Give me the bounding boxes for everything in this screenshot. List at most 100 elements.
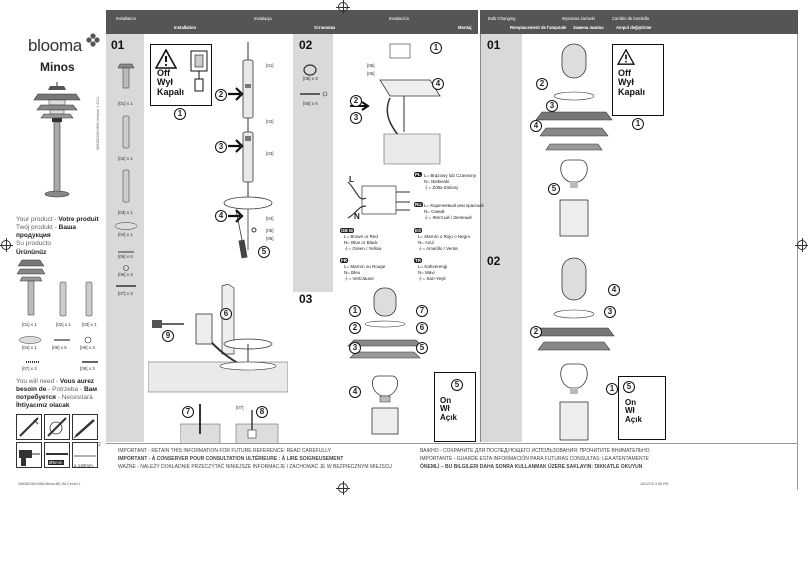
your-product-es: Su producto [16,240,52,248]
registration-mark-bottom [336,481,350,495]
tool-screwdriver-cross [16,414,42,440]
bulb-change-02-illustration [533,257,615,441]
pl-line-2: N= Niebieski [424,179,450,184]
parts-col-07: [07] x 3 [118,291,133,296]
bulb02-marker-1: 1 [606,383,618,395]
step03-marker-3: 3 [349,342,361,354]
tr-line-1: L= Kahverengi [418,264,448,269]
bulb02-marker-4: 4 [608,284,620,296]
step02-part-05: [05] x 6 [303,101,318,106]
lamp-head-assembly-illustration [347,287,423,435]
es-line-2: N= Azul [418,240,434,245]
step-6-marker: 6 [220,308,232,320]
switch-off-icon [190,50,208,92]
your-product-fr: Votre produit [58,216,99,223]
step-4-marker: 4 [215,210,227,222]
footer-en: IMPORTANT - RETAIN THIS INFORMATION FOR … [118,448,331,454]
fr-line-3: ⏚= Vert/Jaune [344,276,374,281]
cover-part-04: [04] x 1 [22,345,37,350]
warning-off-text: Off Wył Kapalı [157,68,184,97]
tool-drill [16,442,42,468]
step03-marker-5: 5 [416,342,428,354]
registration-mark-top [336,0,350,14]
your-product-ru-1: Ваша продукция [16,224,76,240]
header-bar: Installation Instalacja Instalación Inst… [106,10,478,34]
bulb01-marker-5: 5 [548,183,560,195]
wiring-legend-gb: GB IE L= Brown or Red N= Blue or Black ⏚… [340,228,381,252]
brand-logo: blooma [28,36,82,55]
bulb-warning-on-text: On Wł Açık [625,398,642,424]
cover-part-07: [07] x 3 [22,366,37,371]
header-bulb-tr: Ampul değiştirme [616,25,652,30]
warning-off-en: Off [157,68,170,78]
column-divider [480,34,481,442]
mounting-illustration [148,284,288,393]
step02-label-05: [05] [367,71,375,76]
tr-line-3: ⏚= Sarı-Yeşil [418,276,446,281]
you-need-es: Necesitará [61,394,93,402]
header-bulb-en: Bulb Changing [488,16,516,21]
bulb-step-01-number: 01 [487,38,501,52]
product-name: Minos [40,60,75,74]
tools-grid [16,414,100,470]
cover-part-03: [03] x 1 [82,322,97,327]
tool-length [72,442,98,468]
tag-ru: RU [414,202,423,207]
gb-line-2: N= Blue or Black [344,240,378,245]
tool-drill-size: Ø6mm [48,460,64,465]
tool-length-label: ≥ 140mm [74,463,93,468]
label-part-03: [03] [266,151,274,156]
step-5-marker: 5 [258,246,270,258]
cover-part-08: [08] x 3 [80,366,95,371]
tag-fr: FR [340,258,348,263]
step02-parts [300,64,328,97]
warning-on-tr: Açık [440,412,457,422]
step02-marker-1: 1 [430,42,442,54]
gb-line-3: ⏚= Green / Yellow [344,246,382,251]
warning-off-box: Off Wył Kapalı [150,44,212,106]
parts-col-03: [03] x 1 [118,210,133,215]
registration-mark-left [0,238,13,252]
header-bulb-pl: Wymiana żarówki [562,16,595,21]
step-8-marker: 8 [256,406,268,418]
wiring-legend-tr: TR L= Kahverengi N= Mavi ⏚= Sarı-Yeşil [414,258,447,282]
wire-L-label: L [349,175,354,184]
pl-line-1: L= Brązowy lub Czarwony [424,173,477,178]
parts-column [106,34,144,442]
your-product-pl: Twój produkt [16,224,53,232]
step-03-number: 03 [299,292,313,306]
parts-col-06: [06] x 3 [118,272,133,277]
ru-line-3: ⏚= Жёлтый / Зеленый [424,215,472,220]
step03-marker-2: 2 [349,322,361,334]
footer-right: ВАЖНО - СОХРАНИТЕ ДЛЯ ПОСЛЕДУЮЩЕГО ИСПОЛ… [420,447,720,471]
warning-on-text: On Wł Açık [440,396,457,422]
bulb01-marker-4: 4 [530,120,542,132]
you-will-need-caption: You will need - Vous aurez besoin de - P… [16,378,98,410]
parts-col-04: [04] x 1 [118,232,133,237]
drilling-illustration [180,404,279,444]
tool-pencil [72,414,98,440]
footer-ru: ВАЖНО - СОХРАНИТЕ ДЛЯ ПОСЛЕДУЮЩЕГО ИСПОЛ… [420,448,650,454]
tool-screwdriver-flat [44,414,70,440]
bulb-off-en: Off [618,68,631,78]
step02-marker-2: 2 [350,95,362,107]
registration-mark-right [795,238,808,252]
step-3-marker: 3 [215,141,227,153]
warning-triangle-icon [155,49,177,69]
your-product-tr: Ürününüz [16,248,47,256]
cover-part-06: [06] x 3 [80,345,95,350]
cover-part-02: [02] x 1 [56,322,71,327]
bulb-warning-off-box: Off Wył Kapalı [612,44,664,116]
step03-marker-4: 4 [349,386,361,398]
footer-left: IMPORTANT - RETAIN THIS INFORMATION FOR … [118,447,478,471]
brand-mark-icon [86,33,100,47]
cover-part-05: [05] x 6 [52,345,67,350]
footer-fr: IMPORTANT - À CONSERVER POUR CONSULTATIO… [118,456,344,462]
header-installation-ru: Установка [314,25,336,30]
junction-box-illustration [350,43,441,165]
footer-pl: WAŻNE - NALEŻY DOKŁADNIE PRZECZYTAĆ NINI… [118,464,392,470]
you-need-en: You will need [16,378,55,385]
bulb-change-01-illustration [535,43,613,237]
step02-marker-4: 4 [432,78,444,90]
print-info-right: 15/12/10 3:56 PM [640,482,669,486]
